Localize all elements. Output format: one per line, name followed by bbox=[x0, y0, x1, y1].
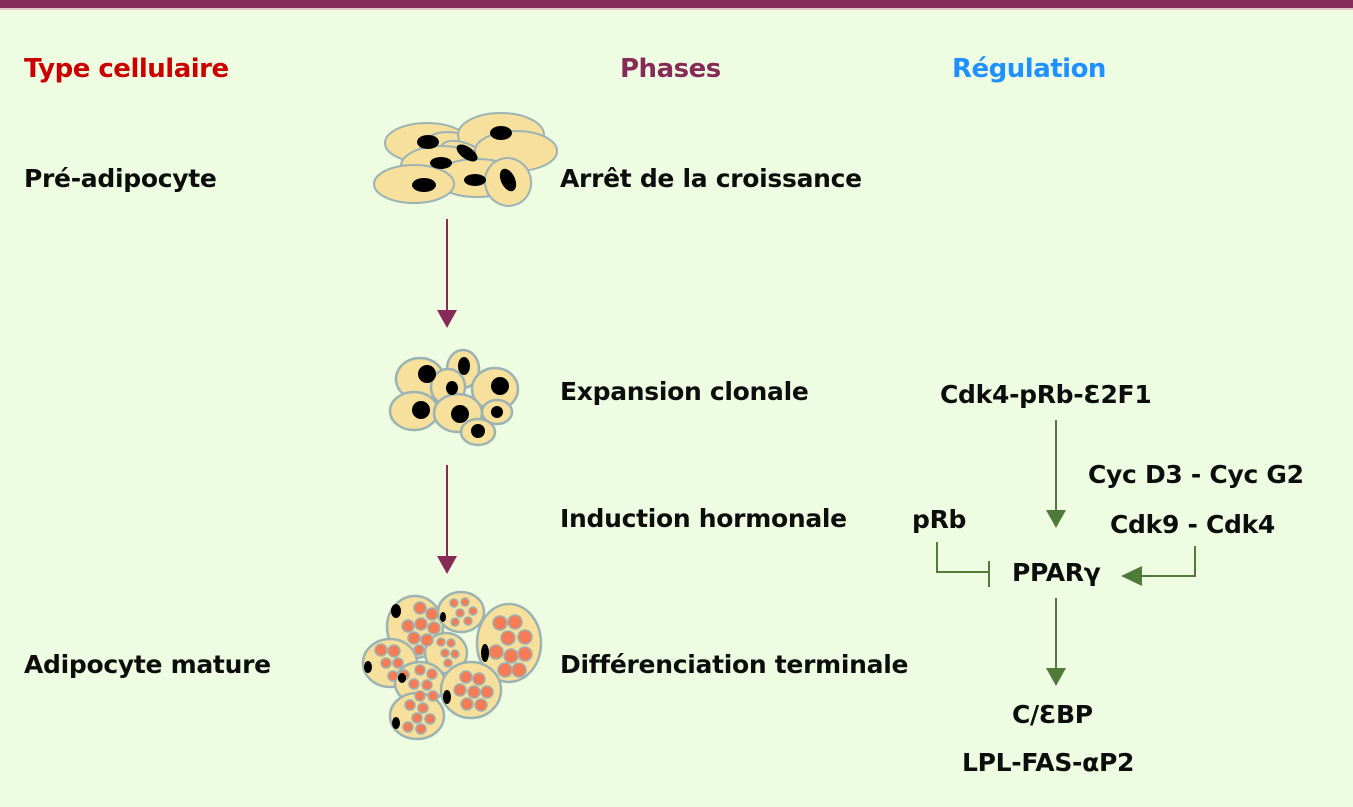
progression-arrow-1 bbox=[437, 219, 457, 328]
activation-arrow-pparg-to-cebp bbox=[1046, 598, 1066, 686]
regulator-prb: pRb bbox=[912, 505, 967, 534]
progression-arrow-2 bbox=[437, 465, 457, 574]
clonal-expansion-nuclei bbox=[412, 357, 509, 438]
regulator-cebp: C/ƐBP bbox=[1012, 700, 1093, 729]
clonal-expansion-cells-icon bbox=[388, 348, 520, 447]
cell-type-mature-adipocyte: Adipocyte mature bbox=[24, 650, 271, 679]
phase-terminal-differentiation: Différenciation terminale bbox=[560, 650, 909, 679]
activation-arrow-cdk4-to-pparg bbox=[1046, 420, 1066, 528]
regulator-cdks: Cdk9 - Cdk4 bbox=[1110, 510, 1276, 539]
header-phases: Phases bbox=[620, 54, 721, 84]
phase-hormonal-induction: Induction hormonale bbox=[560, 504, 847, 533]
phase-growth-arrest: Arrêt de la croissance bbox=[560, 164, 862, 193]
phase-clonal-expansion: Expansion clonale bbox=[560, 377, 809, 406]
mature-adipocyte-lipid-droplets bbox=[374, 597, 533, 735]
mature-adipocyte-nuclei bbox=[364, 604, 489, 729]
pre-adipocyte-cells-icon bbox=[373, 112, 558, 207]
header-regulation: Régulation bbox=[952, 54, 1106, 84]
regulator-ppar-gamma: PPARγ bbox=[1012, 558, 1101, 587]
regulator-cdk4-prb-e2f1: Cdk4-pRb-Ɛ2F1 bbox=[940, 380, 1152, 409]
cell-type-pre-adipocyte: Pré-adipocyte bbox=[24, 164, 217, 193]
top-accent-bar bbox=[0, 0, 1353, 8]
regulator-cyclins: Cyc D3 - Cyc G2 bbox=[1088, 460, 1304, 489]
top-accent-bar-shadow bbox=[0, 8, 1353, 10]
inhibition-arrow-prb-to-pparg bbox=[936, 542, 990, 587]
pre-adipocyte-nuclei bbox=[412, 126, 517, 192]
header-cell-type: Type cellulaire bbox=[24, 54, 229, 84]
activation-arrow-cyclins-to-pparg bbox=[1121, 546, 1196, 586]
regulator-target-genes: LPL-FAS-αP2 bbox=[962, 748, 1135, 777]
